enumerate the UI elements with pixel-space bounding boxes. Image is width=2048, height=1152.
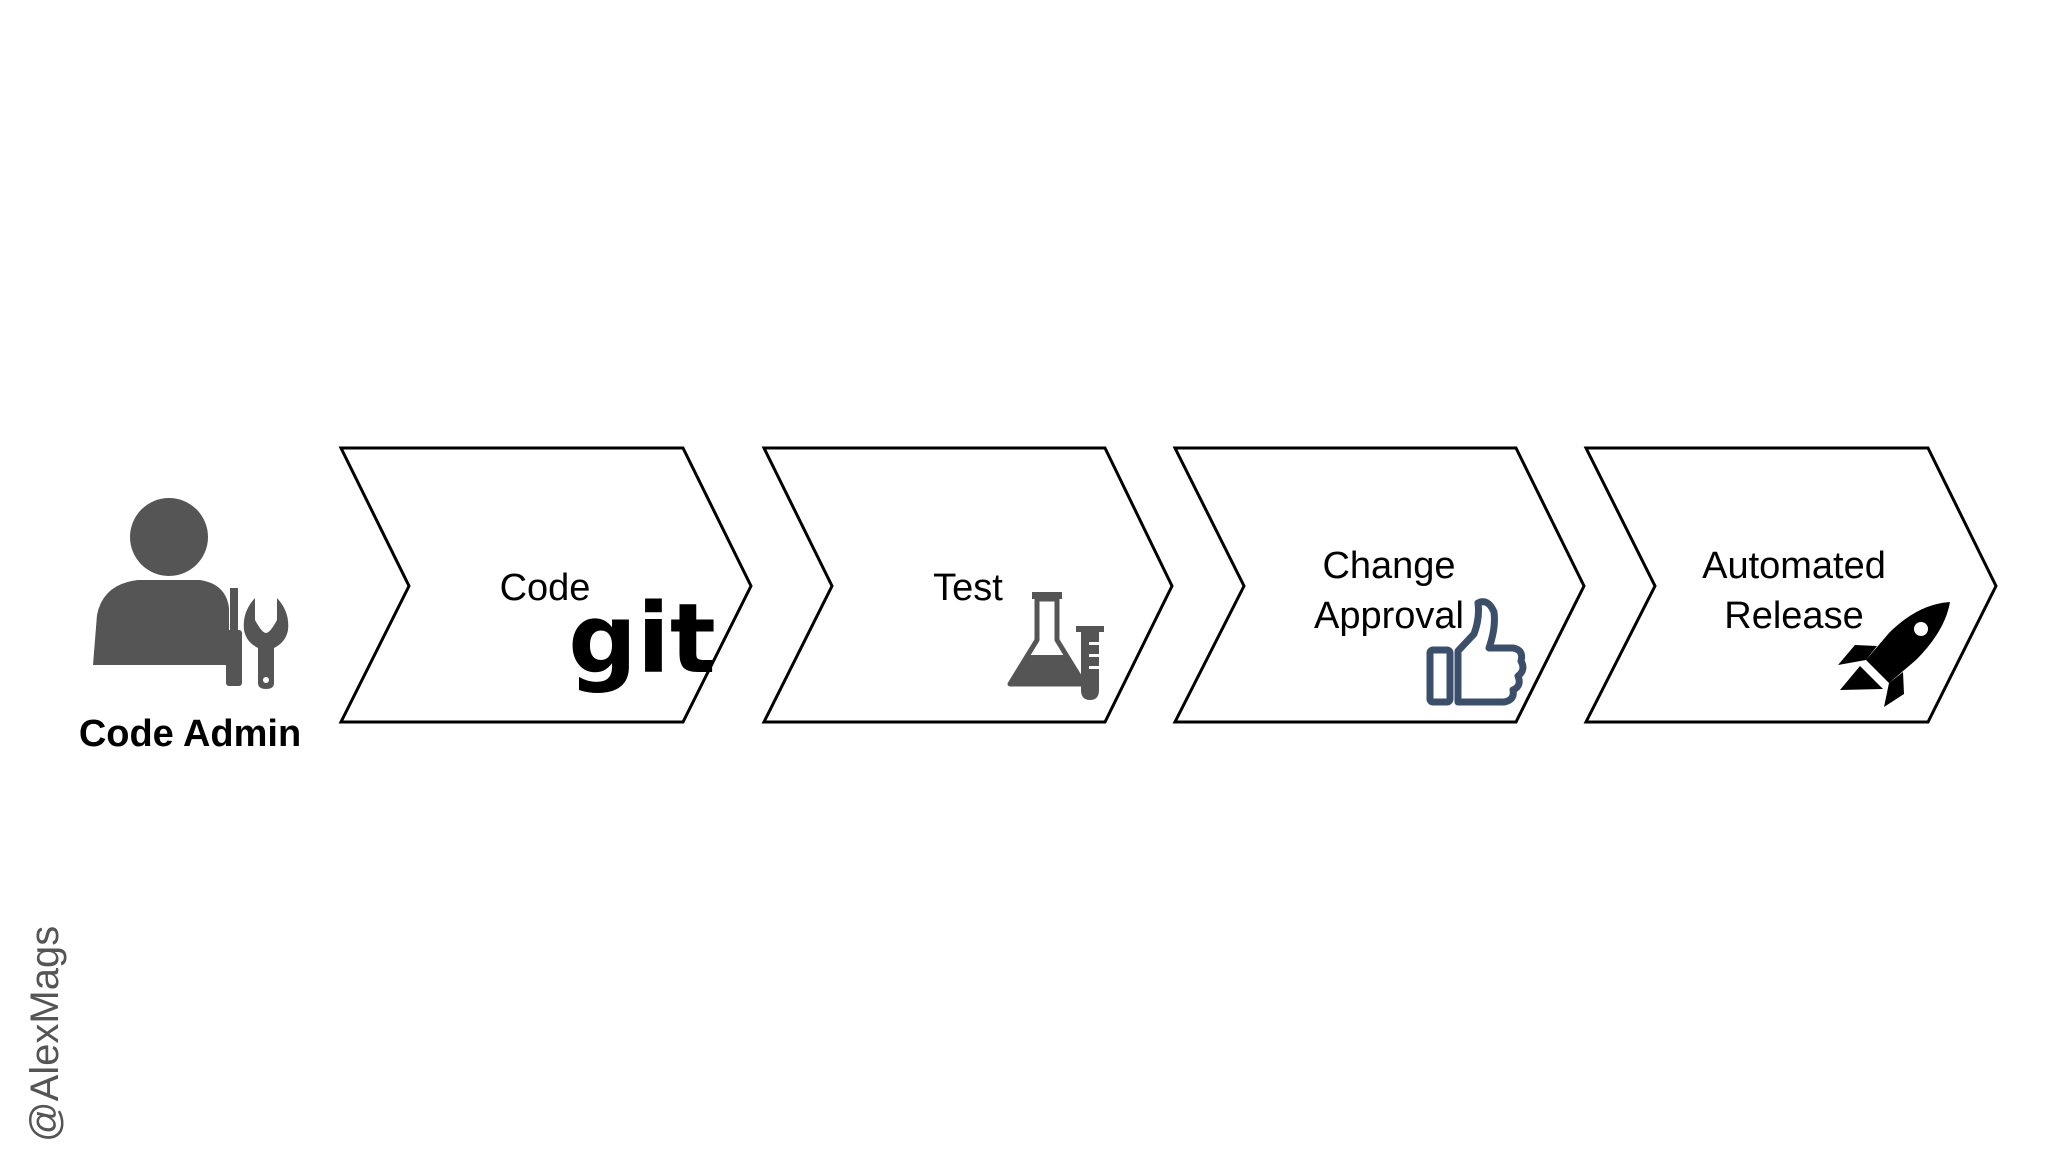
- step-change-approval-label-line1: Change: [1322, 545, 1455, 587]
- pipeline-step-change-approval: Change Approval: [1172, 446, 1586, 724]
- rocket-icon: [1838, 602, 1950, 707]
- pipeline-step-automated-release: Automated Release: [1583, 446, 1998, 724]
- step-code-label: Code: [500, 567, 591, 609]
- git-logo-text: git: [568, 583, 716, 695]
- pipeline-step-test: Test: [761, 446, 1174, 724]
- step-automated-release-label-line1: Automated: [1702, 545, 1886, 587]
- flask-test-tube-icon: [1007, 592, 1104, 700]
- pipeline-step-code: Code git: [338, 446, 753, 724]
- thumbs-up-icon: [1426, 598, 1527, 706]
- step-change-approval-label-line2: Approval: [1314, 595, 1464, 637]
- step-test-label: Test: [933, 567, 1003, 609]
- step-automated-release-label-line2: Release: [1724, 595, 1863, 637]
- user-with-tools-icon: [93, 498, 289, 689]
- git-logo-icon: git: [568, 583, 716, 695]
- author-watermark: @AlexMags: [23, 926, 67, 1142]
- admin-label: Code Admin: [79, 713, 301, 755]
